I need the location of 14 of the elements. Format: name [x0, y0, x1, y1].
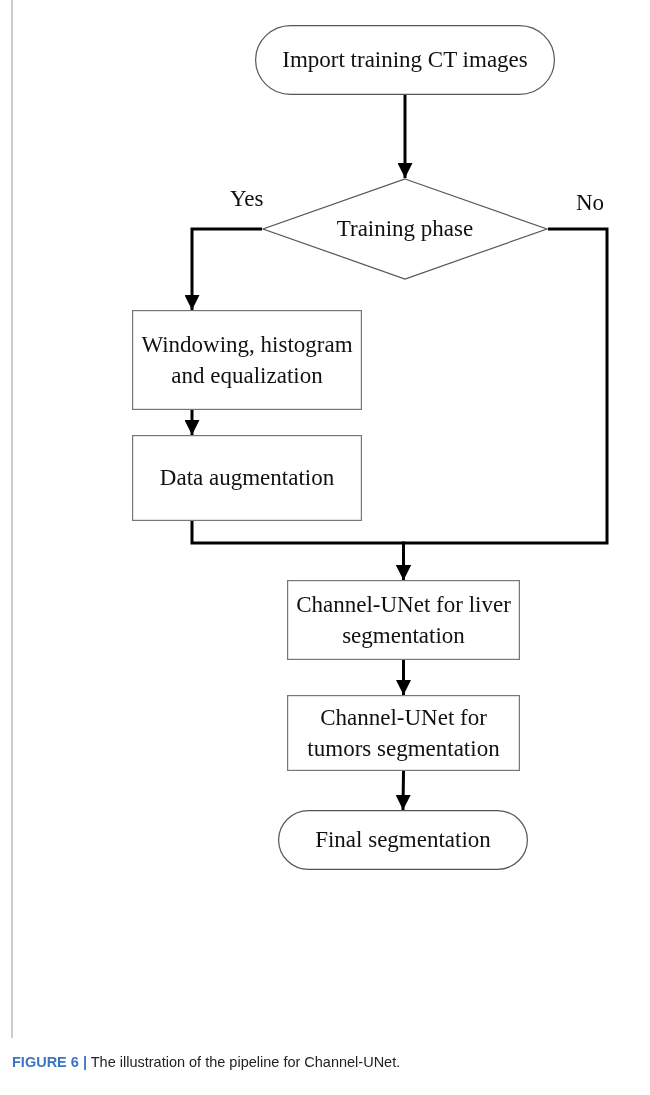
- arrow: [397, 95, 413, 178]
- terminal-box: Final segmentation: [278, 810, 528, 870]
- terminal-box: Import training CT images: [255, 25, 555, 95]
- arrow: [190, 521, 411, 580]
- process-box: Windowing, histogram and equalization: [132, 310, 362, 410]
- figure-caption: FIGURE 6 | The illustration of the pipeline for Channel-UNet.: [12, 1054, 402, 1070]
- arrow: [396, 660, 411, 695]
- process-box: Channel-UNet for tumors segmentation: [287, 695, 520, 771]
- arrow: [395, 770, 411, 811]
- decision-diamond: Training phase: [262, 178, 548, 280]
- process-box: Channel-UNet for liver segmentation: [287, 580, 520, 660]
- arrow: [184, 227, 262, 310]
- process-box: Data augmentation: [132, 435, 362, 521]
- arrow: [184, 410, 200, 435]
